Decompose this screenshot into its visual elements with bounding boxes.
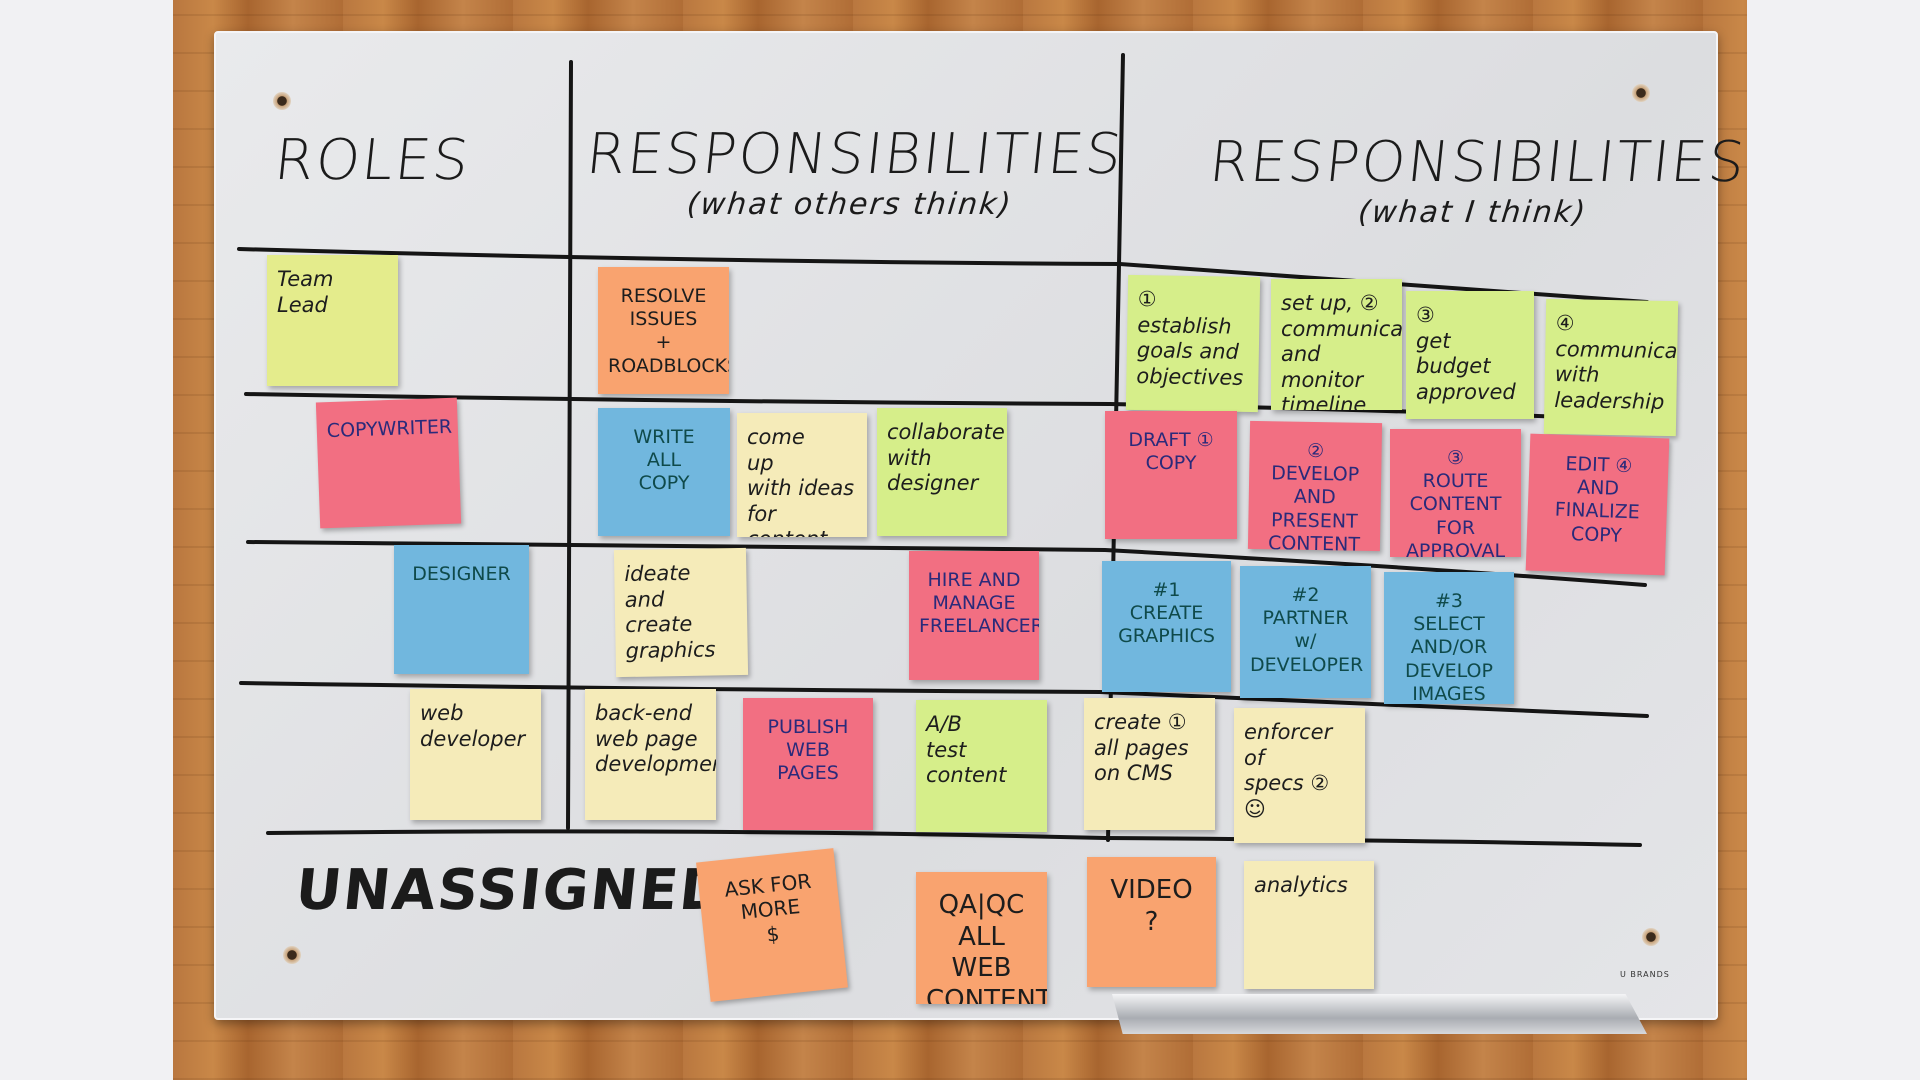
brand-logo: U BRANDS — [1620, 970, 1670, 979]
mine-title: RESPONSIBILITIES — [1206, 130, 1750, 195]
sticky-note-back-end-dev[interactable]: back-end web page development — [585, 689, 716, 820]
sticky-note-enforcer-specs[interactable]: enforcer of specs ② ☺ — [1234, 708, 1365, 843]
row-divider — [246, 540, 1647, 587]
sticky-note-hire-freelancers[interactable]: HIRE AND MANAGE FREELANCERS — [909, 551, 1039, 680]
sticky-note-select-images[interactable]: #3 SELECT AND/OR DEVELOP IMAGES — [1384, 572, 1514, 704]
unassigned-title: UNASSIGNED — [292, 858, 732, 923]
sticky-note-designer[interactable]: DESIGNER — [394, 545, 529, 674]
sticky-note-edit-finalize[interactable]: EDIT ④ AND FINALIZE COPY — [1525, 433, 1670, 576]
sticky-note-develop-topics[interactable]: ② DEVELOP AND PRESENT CONTENT TOPICS (Ne… — [1247, 420, 1383, 552]
sticky-note-ask-more-money[interactable]: ASK FOR MORE $ — [696, 848, 848, 1002]
sticky-note-partner-developer[interactable]: #2 PARTNER w/ DEVELOPER — [1240, 566, 1371, 698]
sticky-note-resolve-issues[interactable]: RESOLVE ISSUES + ROADBLOCKS — [598, 267, 729, 394]
sticky-note-create-graphics[interactable]: #1 CREATE GRAPHICS — [1102, 561, 1231, 692]
mine-subtitle: (what I think) — [1356, 195, 1589, 230]
sticky-note-communicate-leadership[interactable]: ④ communicate with leadership — [1543, 298, 1679, 437]
sticky-note-ab-test[interactable]: A/B test content — [916, 700, 1047, 832]
row-divider — [239, 681, 1649, 718]
marker-tray — [1112, 994, 1647, 1034]
sticky-note-collaborate-designer[interactable]: collaborate with designer — [877, 408, 1007, 536]
sticky-note-copywriter[interactable]: COPYWRITER — [315, 397, 462, 529]
sticky-note-set-up-timeline[interactable]: set up, ② communicate, and monitor timel… — [1271, 279, 1402, 410]
sticky-note-publish-pages[interactable]: PUBLISH WEB PAGES — [743, 698, 873, 830]
others-subtitle: (what others think) — [685, 187, 1015, 222]
sticky-note-route-content[interactable]: ③ ROUTE CONTENT FOR APPROVAL — [1390, 429, 1521, 557]
sticky-note-come-up-ideas[interactable]: come up with ideas for content — [737, 413, 867, 537]
mounting-hole — [273, 92, 291, 110]
sticky-note-create-pages-cms[interactable]: create ① all pages on CMS — [1084, 698, 1215, 830]
row-divider — [266, 829, 1642, 847]
sticky-note-analytics[interactable]: analytics — [1244, 861, 1374, 989]
row-divider — [237, 247, 1649, 304]
sticky-note-get-budget[interactable]: ③ get budget approved — [1406, 291, 1534, 419]
others-title: RESPONSIBILITIES — [583, 122, 1127, 187]
mounting-hole — [1632, 84, 1650, 102]
sticky-note-ideate-graphics[interactable]: ideate and create graphics — [613, 547, 749, 678]
unassigned-header: UNASSIGNED — [293, 858, 732, 923]
sticky-note-web-developer[interactable]: web developer — [410, 689, 541, 820]
column-divider — [566, 60, 573, 830]
mounting-hole — [1642, 928, 1660, 946]
others-header: RESPONSIBILITIES (what others think) — [580, 122, 1127, 222]
sticky-note-draft-copy[interactable]: DRAFT ① COPY — [1105, 411, 1237, 539]
mine-header: RESPONSIBILITIES (what I think) — [1203, 130, 1750, 230]
roles-header: ROLES — [272, 128, 474, 193]
mounting-hole — [283, 946, 301, 964]
sticky-note-team-lead[interactable]: Team Lead — [267, 255, 398, 386]
sticky-note-establish-goals[interactable]: ① establish goals and objectives — [1125, 274, 1261, 413]
roles-title: ROLES — [271, 128, 474, 193]
sticky-note-qa-qc[interactable]: QA|QC ALL WEB CONTENT + LINKS — [916, 872, 1047, 1004]
sticky-note-write-all-copy[interactable]: WRITE ALL COPY — [598, 408, 730, 536]
sticky-note-video[interactable]: VIDEO ? — [1087, 857, 1216, 987]
